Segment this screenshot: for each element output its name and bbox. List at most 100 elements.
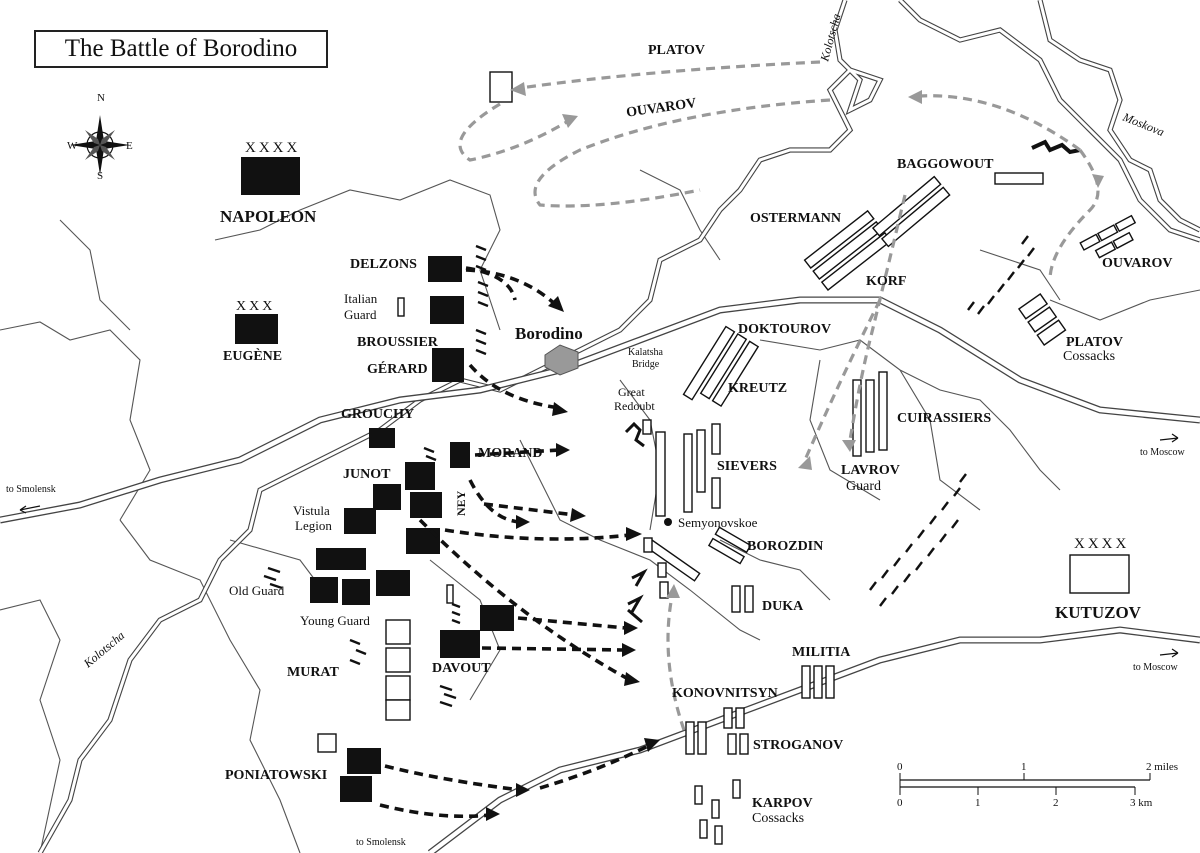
compass-south: S — [97, 170, 103, 182]
kutuzov-hq: XXXX KUTUZOV — [1055, 536, 1142, 622]
grouchy-units — [369, 428, 395, 448]
fleche-unit-1 — [643, 537, 653, 553]
moskova-label: Moskova — [1120, 109, 1166, 139]
junot-label: JUNOT — [343, 467, 391, 482]
platov-cossack-units — [1017, 293, 1067, 346]
compass-east: E — [126, 140, 133, 152]
lavrov-guard-label-2: Guard — [846, 479, 881, 494]
grouchy-label: GROUCHY — [341, 407, 414, 422]
semyonovskoe-label: Semyonovskoe — [678, 515, 758, 530]
stroganov-label: STROGANOV — [753, 738, 843, 753]
borodino-label: Borodino — [515, 324, 583, 343]
scale-miles-0: 0 — [897, 761, 903, 773]
place-labels: Semyonovskoe Great Redoubt Kalatsha Brid… — [6, 12, 1186, 848]
to-moscow-upper-arrow — [1159, 433, 1179, 443]
to-moscow-lower-label: to Moscow — [1133, 662, 1179, 673]
to-smolensk-west-arrow — [19, 505, 41, 514]
platov-cossacks-label-1: PLATOV — [1066, 335, 1123, 350]
young-guard-units — [310, 570, 410, 605]
vistula-legion-label-2: Legion — [295, 518, 332, 533]
semyonovskoe-dot — [664, 518, 672, 526]
russian-movement-arrows — [458, 60, 1104, 731]
murat-label: MURAT — [287, 665, 340, 680]
kolotscha-river — [37, 0, 884, 853]
french-attack-arrows — [379, 266, 660, 821]
duka-label: DUKA — [762, 599, 804, 614]
junot-units — [373, 462, 442, 518]
napoleon-hq: XXXX NAPOLEON — [220, 140, 317, 226]
kutuzov-echelon: XXXX — [1074, 536, 1129, 552]
karpov-cossacks-label-1: KARPOV — [752, 796, 813, 811]
compass-north: N — [97, 92, 105, 104]
to-smolensk-west-label: to Smolensk — [6, 484, 56, 495]
hatch-units — [263, 235, 1035, 708]
davout-units — [440, 605, 514, 658]
fleche-unit-3 — [659, 581, 669, 599]
vistula-legion-label-1: Vistula — [293, 503, 330, 518]
militia-label: MILITIA — [792, 645, 851, 660]
davout-label: DAVOUT — [432, 661, 491, 676]
kreutz-label: KREUTZ — [728, 381, 787, 396]
ney-label: NEY — [454, 490, 468, 516]
murat-units — [385, 619, 411, 721]
center-column-1 — [655, 431, 666, 517]
militia-units — [801, 665, 835, 699]
moskova-river — [898, 0, 1200, 243]
morand-units — [450, 442, 470, 468]
ouvarov-label: OUVAROV — [1102, 256, 1173, 271]
baggowout-unit — [994, 172, 1044, 185]
platov-cossacks-label-2: Cossacks — [1063, 349, 1115, 364]
eugene-echelon: XXX — [236, 299, 275, 314]
duka-units — [731, 585, 754, 613]
french-units — [310, 256, 514, 802]
eugene-hq: XXX EUGÈNE — [223, 299, 282, 364]
roads — [0, 296, 1200, 853]
poniatowski-units — [317, 733, 381, 802]
french-labels: DELZONS Italian Guard BROUSSIER GÉRARD G… — [225, 257, 543, 783]
baggowout-fortification — [1031, 139, 1081, 155]
fleches-shape — [627, 568, 648, 624]
scale-km-3: 3 km — [1130, 797, 1153, 809]
italian-guard-label-1: Italian — [344, 291, 378, 306]
scale-miles-1: 1 — [1021, 761, 1027, 773]
eugene-label: EUGÈNE — [223, 347, 282, 364]
baggowout-label: BAGGOWOUT — [897, 157, 994, 172]
compass-rose: N E S W — [67, 92, 133, 182]
borozdin-units — [707, 526, 752, 565]
cuirassiers-units — [852, 371, 888, 457]
kutuzov-label: KUTUZOV — [1055, 603, 1142, 622]
napoleon-echelon: XXXX — [245, 140, 300, 156]
gerard-label: GÉRARD — [367, 360, 428, 377]
broussier-label: BROUSSIER — [357, 335, 439, 350]
cuirassiers-label: CUIRASSIERS — [897, 411, 991, 426]
poniatowski-label: PONIATOWSKI — [225, 768, 327, 783]
korf-units — [871, 175, 951, 248]
to-moscow-upper-label: to Moscow — [1140, 447, 1186, 458]
scale-km-0: 0 — [897, 797, 903, 809]
sievers-label: SIEVERS — [717, 459, 777, 474]
map-title: The Battle of Borodino — [34, 30, 328, 68]
fleche-unit-2 — [657, 562, 667, 578]
italian-guard-units — [397, 296, 464, 324]
napoleon-label: NAPOLEON — [220, 207, 317, 226]
young-guard-label: Young Guard — [300, 613, 370, 628]
platov-top-label: PLATOV — [648, 43, 705, 58]
great-redoubt-unit — [642, 419, 652, 435]
to-moscow-lower-arrow — [1159, 648, 1179, 658]
korf-label: KORF — [866, 274, 906, 289]
platov-top-unit — [489, 71, 513, 103]
scale-km-2: 2 — [1053, 797, 1059, 809]
ostermann-label: OSTERMANN — [750, 211, 841, 226]
doktourov-units — [682, 325, 760, 408]
russian-labels: PLATOV OUVAROV BAGGOWOUT OSTERMANN KORF … — [625, 43, 1172, 826]
great-redoubt-label-2: Redoubt — [614, 399, 655, 413]
russian-units — [489, 71, 1137, 845]
konovnitsyn-label: KONOVNITSYN — [672, 686, 778, 701]
old-guard-units — [316, 548, 366, 570]
delzons-units — [428, 256, 462, 282]
ouvarov-top-label: OUVAROV — [625, 96, 697, 121]
scale-km-1: 1 — [975, 797, 981, 809]
lavrov-guard-label-1: LAVROV — [841, 463, 900, 478]
kalatsha-bridge-label-2: Bridge — [632, 359, 660, 370]
